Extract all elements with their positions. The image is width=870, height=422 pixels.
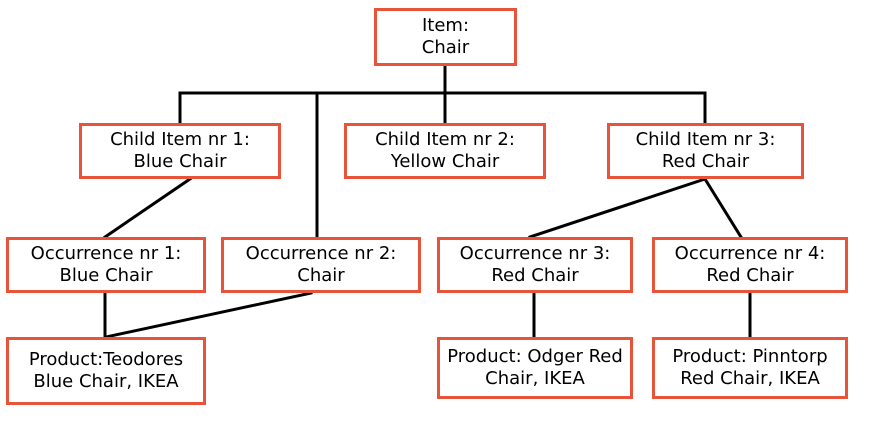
node-product-teodores-line1: Product:Teodores <box>28 348 184 370</box>
node-child-item-2-line1: Child Item nr 2: <box>375 128 515 150</box>
node-occurrence-2[interactable]: Occurrence nr 2:Chair <box>221 237 421 293</box>
node-occurrence-4-line1: Occurrence nr 4: <box>674 242 826 264</box>
node-product-odger-line1: Product: Odger Red <box>447 345 623 367</box>
node-product-pinntorp-line2: Red Chair, IKEA <box>680 368 820 389</box>
node-child-item-2-line2: Yellow Chair <box>390 151 500 172</box>
node-child-item-1-line2: Blue Chair <box>133 151 227 172</box>
node-occurrence-1-line1: Occurrence nr 1: <box>30 242 182 264</box>
node-product-odger-line2: Chair, IKEA <box>485 368 585 389</box>
node-product-teodores-line2: Blue Chair, IKEA <box>33 371 179 392</box>
node-item-chair-line1: Item: <box>421 14 470 36</box>
connector-occurrence-2-to-product-teodores <box>104 291 313 339</box>
node-product-pinntorp-line1: Product: Pinntorp <box>672 345 828 367</box>
node-occurrence-4[interactable]: Occurrence nr 4:Red Chair <box>652 237 848 293</box>
node-child-item-1-line1: Child Item nr 1: <box>110 128 250 150</box>
node-child-item-3[interactable]: Child Item nr 3:Red Chair <box>607 123 804 179</box>
node-occurrence-3[interactable]: Occurrence nr 3:Red Chair <box>437 237 633 293</box>
node-child-item-1[interactable]: Child Item nr 1:Blue Chair <box>79 123 281 179</box>
node-child-item-3-line2: Red Chair <box>661 151 750 172</box>
node-child-item-2[interactable]: Child Item nr 2:Yellow Chair <box>344 123 546 179</box>
node-child-item-3-line1: Child Item nr 3: <box>635 128 776 150</box>
node-occurrence-3-line1: Occurrence nr 3: <box>459 242 611 264</box>
connector-child-1-to-occurrence-1 <box>102 176 193 240</box>
node-item-chair[interactable]: Item:Chair <box>374 8 517 66</box>
node-occurrence-2-line2: Chair <box>297 265 345 286</box>
node-occurrence-3-line2: Red Chair <box>491 265 579 286</box>
node-occurrence-4-line2: Red Chair <box>706 265 794 286</box>
node-occurrence-1[interactable]: Occurrence nr 1:Blue Chair <box>6 237 206 293</box>
node-occurrence-1-line2: Blue Chair <box>59 265 153 286</box>
node-item-chair-line2: Chair <box>421 37 470 58</box>
connector-child-3-to-occurrence-3 <box>528 177 707 239</box>
node-occurrence-2-line1: Occurrence nr 2: <box>245 242 397 264</box>
connector-child-3-to-occurrence-4 <box>702 176 744 240</box>
